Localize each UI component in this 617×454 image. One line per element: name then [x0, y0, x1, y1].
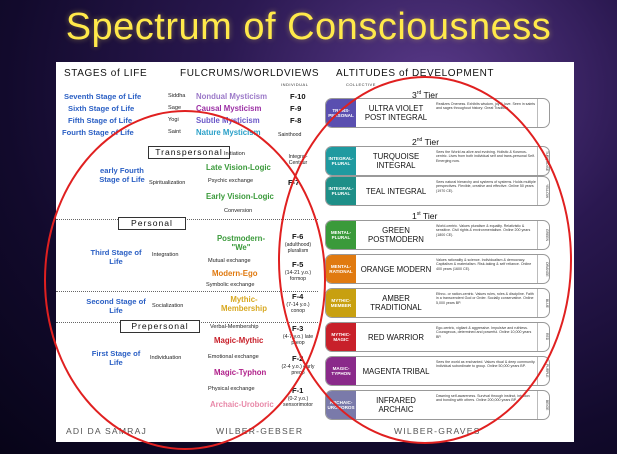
ellipse-right	[278, 76, 572, 444]
fulcrum-f1: F-1	[292, 386, 304, 395]
upper-stage-3: Fifth Stage of Life	[68, 116, 133, 125]
integral-centaur-note: Integral-Centaur	[288, 154, 308, 166]
altitude-color-tag	[537, 99, 549, 127]
view-upper-1: Nondual Mysticism	[196, 92, 268, 101]
header-fulcrums: FULCRUMS/WORLDVIEWS	[180, 68, 320, 79]
spectrum-chart: STAGES of LIFE FULCRUMS/WORLDVIEWS ALTIT…	[44, 62, 574, 450]
footer-adi-da: ADI DA SAMRAJ	[66, 426, 148, 436]
fulcrum-upper-2: F-9	[290, 104, 302, 113]
page-title: Spectrum of Consciousness	[65, 6, 552, 48]
upper-stage-4: Fourth Stage of Life	[62, 128, 134, 137]
role-2: Sage	[168, 105, 182, 111]
role-1: Siddha	[168, 93, 186, 99]
upper-stage-2: Sixth Stage of Life	[68, 104, 135, 113]
fulcrum-upper-3: F-8	[290, 116, 302, 125]
f1-note: (0-2 y.o.) sensorimotor	[283, 396, 313, 408]
label-individual: INDIVIDUAL	[281, 82, 309, 87]
fulcrum-upper-1: F-10	[290, 92, 306, 101]
f8-note: Sainthood	[278, 132, 302, 138]
footer-wilber-gebser: WILBER-GEBSER	[216, 426, 304, 436]
altitude-color-tag: BEIGE	[537, 391, 549, 419]
label-collective: COLLECTIVE	[346, 82, 376, 87]
view-upper-2: Causal Mysticism	[196, 104, 262, 113]
header-stages: STAGES of LIFE	[64, 68, 148, 79]
header-altitudes: ALTITUDES of DEVELOPMENT	[336, 68, 495, 79]
upper-stage-1: Seventh Stage of Life	[64, 92, 142, 101]
